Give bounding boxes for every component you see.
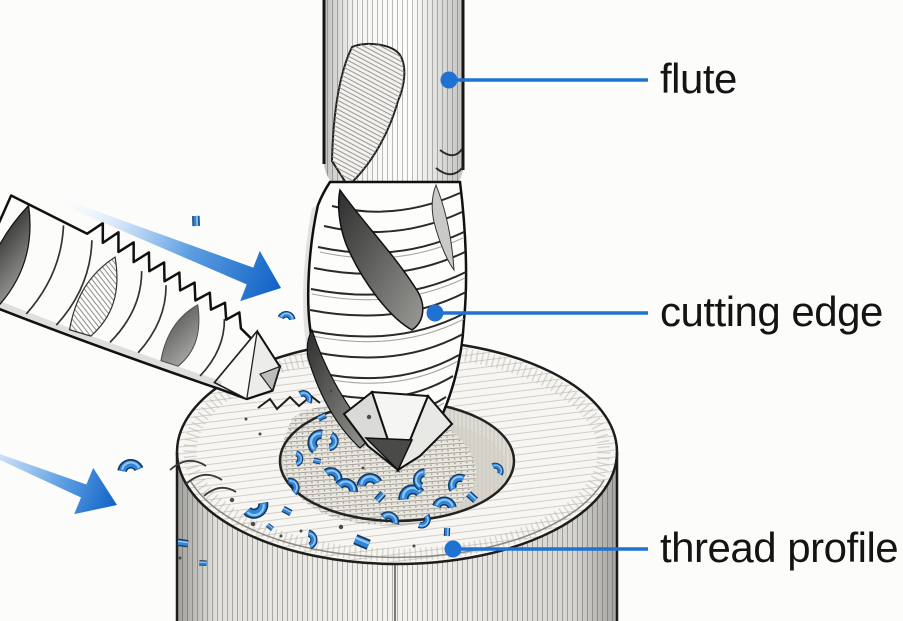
metal-chip [432, 496, 457, 510]
metal-chip [335, 478, 358, 493]
metal-chip [374, 491, 386, 503]
metal-chip [287, 477, 300, 496]
metal-chip [298, 390, 313, 404]
metal-chip [199, 560, 207, 566]
angled-tap-far-threads [169, 460, 237, 497]
debris-speck [229, 497, 235, 503]
tap-tip [342, 390, 454, 473]
leader-lines [426, 71, 648, 558]
debris-speck [412, 544, 416, 548]
debris-speck [244, 417, 248, 421]
metal-chip [307, 529, 318, 550]
debris-speck [178, 556, 182, 560]
metal-chip [277, 311, 296, 321]
label-flute: flute [660, 55, 737, 103]
metal-chip [356, 473, 383, 487]
motion-arrow-top [49, 194, 281, 302]
debris-speck [361, 466, 365, 470]
metal-chip [380, 511, 400, 525]
metal-chip [353, 534, 371, 550]
angled-tap-illustration [0, 194, 282, 401]
debris-speck [366, 414, 372, 420]
metal-chip [192, 215, 200, 227]
metal-chip [243, 501, 269, 519]
metal-chip [177, 538, 189, 548]
metal-chip [265, 523, 275, 531]
main-tap-illustration [303, 0, 468, 473]
debris-speck [338, 524, 344, 530]
metal-chip [281, 506, 293, 516]
leader-dot-thread-profile [444, 540, 462, 558]
motion-arrow-bottom [0, 454, 117, 515]
leader-dot-cutting-edge [426, 304, 444, 322]
metal-chip [447, 473, 466, 492]
label-thread-profile: thread profile [660, 524, 899, 572]
metal-chip [317, 412, 327, 422]
debris-speck [250, 521, 256, 527]
leader-dot-flute [440, 71, 458, 89]
debris-speck [299, 529, 303, 533]
spiral-flute-upper [337, 188, 424, 331]
metal-chip [312, 457, 322, 465]
metal-chip [117, 459, 144, 473]
metal-chip [413, 468, 426, 491]
angled-tap-flute [0, 204, 31, 306]
metal-chip [466, 491, 478, 503]
label-cutting-edge: cutting edge [660, 288, 883, 336]
debris-speck [279, 534, 283, 538]
metal-chip [491, 462, 504, 476]
metal-chip [417, 513, 431, 529]
debris-speck [258, 432, 262, 436]
metal-chip [294, 450, 304, 467]
metal-chip [443, 527, 451, 537]
rim-hatch-ring [183, 342, 611, 562]
metal-chip [328, 431, 339, 452]
chips-layer [117, 215, 504, 566]
debris-speck [329, 389, 333, 393]
metal-chip [307, 429, 323, 454]
